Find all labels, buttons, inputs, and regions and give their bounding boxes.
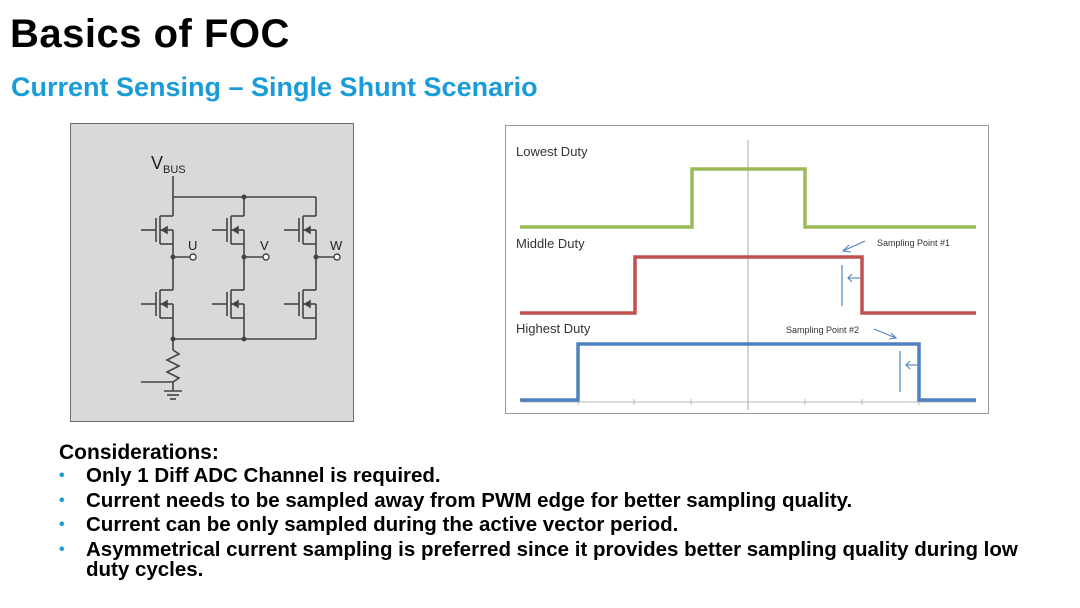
sampling-point-1-arrow-icon xyxy=(841,240,866,253)
waveform-highest xyxy=(520,342,976,402)
list-item-text: Only 1 Diff ADC Channel is required. xyxy=(86,464,441,487)
waveform-label-highest: Highest Duty xyxy=(516,321,591,336)
vbus-label: V xyxy=(151,153,163,173)
waveform-label-lowest: Lowest Duty xyxy=(516,144,588,159)
vbus-subscript: BUS xyxy=(163,164,186,176)
sampling-point-1-pointer-icon xyxy=(847,273,860,283)
sampling-point-2-pointer-icon xyxy=(905,360,917,370)
list-item-text: Current needs to be sampled away from PW… xyxy=(86,488,853,512)
considerations-heading: Considerations: xyxy=(59,441,219,464)
bullet-icon: • xyxy=(59,516,65,533)
bullet-icon: • xyxy=(59,491,65,509)
inverter-schematic-drawing: V BUS xyxy=(140,153,343,400)
phase-label-v: V xyxy=(260,238,269,253)
list-item: • Asymmetrical current sampling is prefer… xyxy=(59,537,1059,581)
phase-label-u: U xyxy=(188,238,197,253)
list-item-text: Current can be only sampled during the a… xyxy=(86,513,679,536)
waveform-middle xyxy=(520,255,976,315)
sampling-point-2-label: Sampling Point #2 xyxy=(786,325,859,335)
list-item: • Current needs to be sampled away from P… xyxy=(59,488,1059,512)
pwm-timing-drawing: Lowest Duty Middle Duty Highest Duty Sam… xyxy=(516,140,976,410)
list-item-text: Asymmetrical current sampling is preferr… xyxy=(86,537,1018,581)
sampling-point-2-arrow-icon xyxy=(873,328,898,340)
pwm-timing-diagram: Lowest Duty Middle Duty Highest Duty Sam… xyxy=(505,125,989,414)
slide-subtitle: Current Sensing – Single Shunt Scenario xyxy=(11,72,538,102)
considerations-section: Considerations: • Only 1 Diff ADC Channel… xyxy=(59,441,1059,585)
list-item: • Only 1 Diff ADC Channel is required. xyxy=(59,464,1059,487)
waveform-label-middle: Middle Duty xyxy=(516,236,585,251)
considerations-list: • Only 1 Diff ADC Channel is required. • C… xyxy=(59,464,1059,581)
inverter-schematic: V BUS xyxy=(70,123,354,422)
sampling-point-1-label: Sampling Point #1 xyxy=(877,238,950,248)
slide-title: Basics of FOC xyxy=(10,12,290,56)
phase-label-w: W xyxy=(330,238,343,253)
bullet-icon: • xyxy=(59,540,65,558)
waveform-lowest xyxy=(520,167,976,229)
bullet-icon: • xyxy=(59,467,65,484)
list-item: • Current can be only sampled during the … xyxy=(59,513,1059,536)
